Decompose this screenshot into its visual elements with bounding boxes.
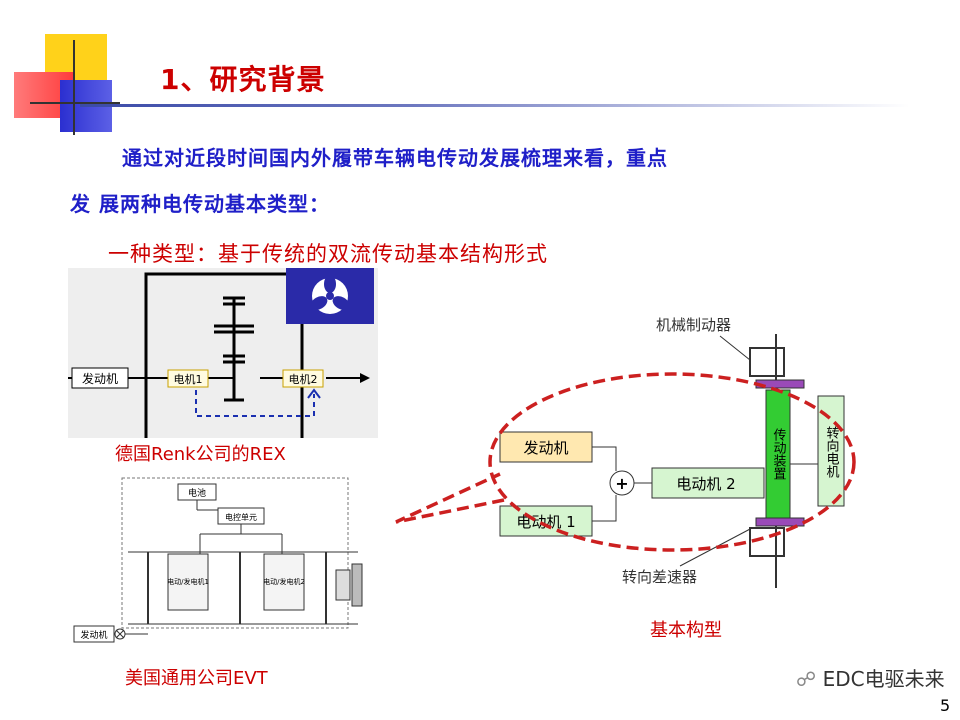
basic-config-caption: 基本构型 (650, 620, 722, 641)
rex-motor2-label: 电机2 (289, 372, 318, 386)
evt-control-unit-label: 电控单元 (225, 512, 257, 522)
transmission-box (765, 389, 791, 519)
evt-caption: 美国通用公司EVT (125, 668, 268, 689)
rex-motor1-label: 电机1 (174, 372, 203, 386)
motor2-label: 电动机 2 (676, 475, 735, 493)
rex-engine-box (71, 367, 129, 389)
decor-vertical-line (73, 40, 75, 135)
evt-motor-gen2-box (263, 553, 305, 611)
watermark-text: EDC电驱未来 (822, 667, 945, 691)
title-underline (80, 104, 910, 107)
paragraph-line-1: 通过对近段时间国内外履带车辆电传动发展梳理来看，重点 (122, 146, 668, 170)
rex-motor1-box (167, 369, 209, 388)
evt-motor-gen1-box (167, 553, 209, 611)
brake-label: 机械制动器 (656, 316, 731, 334)
evt-motor-gen2-label: 电动/发电机2 (263, 577, 305, 586)
decor-horizontal-line (30, 102, 120, 104)
wechat-icon: ☍ (796, 667, 817, 691)
paragraph-line-2: 发 展两种电传动基本类型： (70, 192, 330, 216)
rex-engine-label: 发动机 (82, 371, 118, 386)
evt-engine-label: 发动机 (80, 629, 107, 641)
differential-label: 转向差速器 (622, 568, 697, 586)
evt-diagram: 电池 电控单元 电动/发电机1 电动/发电机2 发动机 (68, 474, 380, 650)
engine-box (499, 431, 593, 463)
evt-battery-label: 电池 (188, 487, 206, 499)
plus-sign: + (615, 474, 628, 493)
motor2-box (651, 467, 765, 499)
evt-engine-box (73, 625, 115, 643)
page-number: 5 (940, 696, 951, 715)
watermark: ☍ EDC电驱未来 (796, 663, 945, 692)
bullet-line: 一种类型：基于传统的双流传动基本结构形式 (108, 242, 548, 266)
company-logo (286, 268, 374, 324)
engine-label: 发动机 (523, 439, 568, 457)
transmission-label: 传动装置 (771, 428, 787, 480)
page-title: 1、研究背景 (160, 63, 326, 96)
motor1-box (499, 505, 593, 537)
rex-motor2-box (282, 369, 324, 388)
basic-config-diagram: 机械制动器 传动装置 转向电机 发动机 电动机 1 电动机 2 + 转向差速器 (395, 296, 868, 606)
rex-caption: 德国Renk公司的REX (115, 444, 286, 465)
evt-motor-gen1-label: 电动/发电机1 (167, 577, 209, 586)
steering-motor-label: 转向电机 (824, 426, 840, 479)
